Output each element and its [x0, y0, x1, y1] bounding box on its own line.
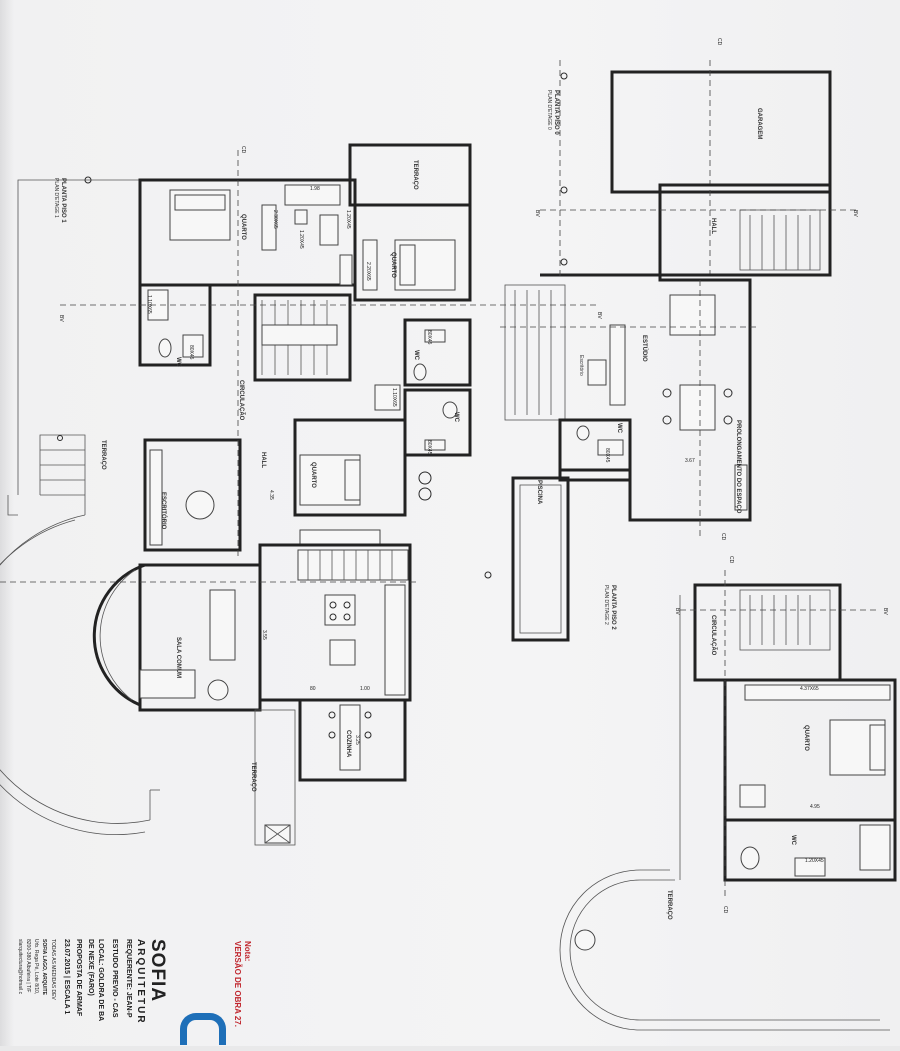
label-wc-0: WC	[616, 423, 622, 434]
dim: 80X45	[426, 440, 432, 455]
dim: 80X45	[604, 448, 610, 463]
footer-5: slarquitectura@hotmail.c	[17, 939, 23, 995]
title-piso-1-fr: PLAN D'ETAGE 1	[53, 178, 59, 218]
label-garagem: GARAGEM	[756, 108, 762, 139]
section-mark: BV	[58, 315, 64, 322]
logo-mark	[180, 1013, 226, 1045]
label-quarto-p2: QUARTO	[803, 725, 809, 751]
label-cozinha: COZINHA	[345, 730, 351, 758]
dim: 1.10X65	[391, 388, 397, 407]
label-estudio: ESTÚDIO	[641, 335, 648, 362]
section-mark: CD	[716, 38, 722, 46]
dim: 3.25	[354, 735, 360, 745]
label-wc-1: WC	[175, 357, 181, 368]
dim: 1.20X45	[805, 858, 824, 864]
plan-piso-2	[559, 570, 897, 1031]
local2: DE NEXE (FARO)	[87, 939, 94, 996]
label-sala-comum: SALA COMUM	[175, 637, 181, 678]
label-terraco-left: TERRAÇO	[100, 440, 106, 470]
label-terraco-top: TERRAÇO	[412, 160, 418, 190]
label-quarto-2: QUARTO	[390, 252, 396, 278]
label-circulacao-2: CIRCULAÇÃO	[710, 615, 717, 656]
section-mark: BV	[882, 608, 888, 615]
label-piscina: PISCINA	[536, 480, 542, 505]
note-text: VERSÃO DE OBRA 27.	[233, 941, 242, 1027]
section-mark: CD	[720, 533, 726, 541]
dimension-labels: 1.98 1.20X45 2.30X65 2.20X65 1.10X65 80X…	[146, 186, 824, 864]
dim: 4.35	[268, 490, 274, 500]
label-wc-2: WC	[413, 350, 419, 361]
label-escritorio: ESCRITÓRIO	[160, 492, 168, 530]
note-label: Nota:	[243, 941, 252, 962]
label-escritorio-0: Escritório	[578, 355, 584, 376]
section-mark: BV	[852, 210, 858, 217]
label-hall: HALL	[260, 452, 266, 468]
dim: 80X45	[426, 330, 432, 345]
dim: 3.67	[685, 458, 695, 464]
logo-text: SOFIA	[147, 939, 168, 1003]
plan-piso-1	[0, 143, 600, 846]
dim: 1.20X45	[298, 230, 304, 249]
dim: 1.98	[310, 186, 320, 192]
proposta: PROPOSTA DE ARMAF	[75, 939, 82, 1017]
room-labels: PLANTA PISO 1 PLAN D'ETAGE 1 QUARTO QUAR…	[53, 90, 809, 920]
label-terraco-p2: TERRAÇO	[666, 890, 672, 920]
estudo: ESTUDO PREVIO - CAS	[111, 939, 118, 1018]
label-prolongamento: PROLONGAMENTO DO ESPAÇO	[735, 420, 741, 514]
label-wc-p2: WC	[790, 835, 796, 846]
title-piso-2: PLANTA PISO 2	[610, 585, 616, 630]
label-hall-0: HALL	[710, 218, 716, 234]
footer-3: Urb. Rega Pé, Lote 8/10,	[33, 939, 39, 995]
dim: 4.95	[810, 804, 820, 810]
dim: 2.30X65	[272, 210, 278, 229]
footer-4: 8200-380 Albufeira | T/F	[25, 939, 31, 993]
section-mark: BV	[596, 312, 602, 319]
date-scale: 23.07.2015 | ESCALA 1	[63, 939, 70, 1015]
dim: 1.10X65	[146, 295, 152, 314]
dim: 1.00	[360, 686, 370, 692]
title-block: Nota: VERSÃO DE OBRA 27. SOFIA ARQUITETU…	[0, 935, 260, 1046]
local: LOCAL: GOLDRA DE BA	[97, 939, 104, 1022]
title-piso-1: PLANTA PISO 1	[60, 178, 66, 223]
title-piso-2-fr: PLAN D'ETAGE 2	[603, 585, 609, 625]
dim: 80X45	[188, 345, 194, 360]
label-quarto-3: QUARTO	[310, 462, 316, 488]
label-quarto-1: QUARTO	[240, 214, 246, 240]
footer-1: TODAS AS MEDIDAS DEV	[50, 939, 56, 1000]
footer-2: SOFIA LAGO, ARQUITE	[41, 939, 47, 996]
dim: 4.37X65	[800, 686, 819, 692]
section-mark: BV	[674, 608, 680, 615]
dim: 2.20X65	[365, 262, 371, 281]
title-piso-0-fr: PLAN D'ETAGE 0	[546, 90, 552, 130]
label-circulacao: CIRCULAÇÃO	[238, 380, 245, 421]
section-mark: CD	[722, 906, 728, 914]
label-terraco-bottom: TERRAÇO	[250, 762, 256, 792]
section-marks: CD CD CD CD CD BV BV BV BV BV BV	[58, 38, 888, 914]
logo-sub: ARQUITETUR	[135, 939, 146, 1025]
section-mark: BV	[534, 210, 540, 217]
plan-piso-0	[484, 60, 860, 642]
label-wc-3: WC	[453, 412, 459, 423]
title-piso-0: PLANTA PISO 0	[553, 90, 559, 135]
requerente: REQUERENTE: JEAN-P	[125, 939, 132, 1018]
section-mark: CD	[240, 146, 246, 154]
section-mark: CD	[728, 556, 734, 564]
dim: 80	[310, 686, 316, 692]
dim: 3.55	[261, 630, 267, 640]
dim: 1.20X45	[345, 210, 351, 229]
